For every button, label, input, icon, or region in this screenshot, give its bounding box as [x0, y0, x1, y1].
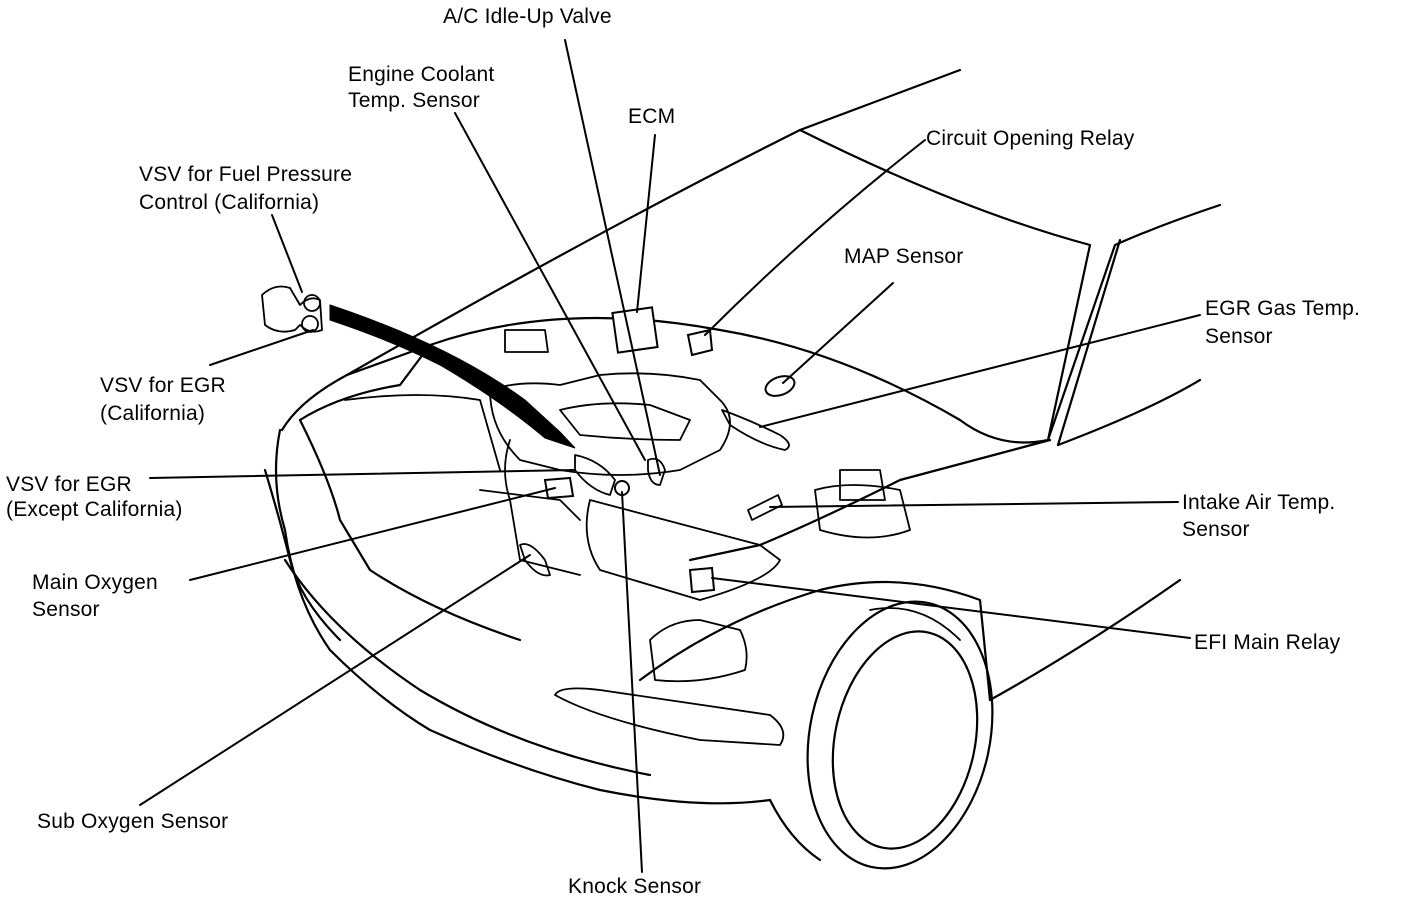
label-engine-coolant-temp-sensor-line2: Temp. Sensor: [348, 89, 480, 112]
engine-components: [261, 285, 911, 601]
label-ecm: ECM: [628, 105, 676, 128]
label-egr-gas-temp-sensor-line1: EGR Gas Temp.: [1205, 297, 1361, 320]
label-efi-main-relay: EFI Main Relay: [1194, 631, 1341, 654]
label-vsv-egr-except-california-line2: (Except California): [6, 498, 183, 521]
label-intake-air-temp-sensor-line2: Sensor: [1182, 518, 1250, 541]
label-circuit-opening-relay: Circuit Opening Relay: [926, 127, 1135, 150]
label-engine-coolant-temp-sensor-line1: Engine Coolant: [348, 63, 495, 86]
label-vsv-fuel-pressure-line1: VSV for Fuel Pressure: [139, 163, 353, 186]
label-ac-idle-up-valve: A/C Idle-Up Valve: [443, 5, 612, 28]
label-map-sensor: MAP Sensor: [844, 245, 964, 268]
label-vsv-fuel-pressure-line2: Control (California): [139, 191, 320, 214]
label-sub-oxygen-sensor: Sub Oxygen Sensor: [37, 810, 229, 833]
label-knock-sensor: Knock Sensor: [568, 875, 702, 898]
car-body-outline: [263, 68, 1222, 870]
label-vsv-egr-california-line1: VSV for EGR: [100, 374, 226, 397]
label-egr-gas-temp-sensor-line2: Sensor: [1205, 325, 1273, 348]
label-main-oxygen-sensor-line1: Main Oxygen: [32, 571, 158, 594]
label-vsv-egr-california-line2: (California): [100, 402, 206, 425]
label-vsv-egr-except-california-line1: VSV for EGR: [6, 473, 132, 496]
label-main-oxygen-sensor-line2: Sensor: [32, 598, 100, 621]
leader-lines: [139, 39, 1201, 873]
label-intake-air-temp-sensor-line1: Intake Air Temp.: [1182, 491, 1336, 514]
